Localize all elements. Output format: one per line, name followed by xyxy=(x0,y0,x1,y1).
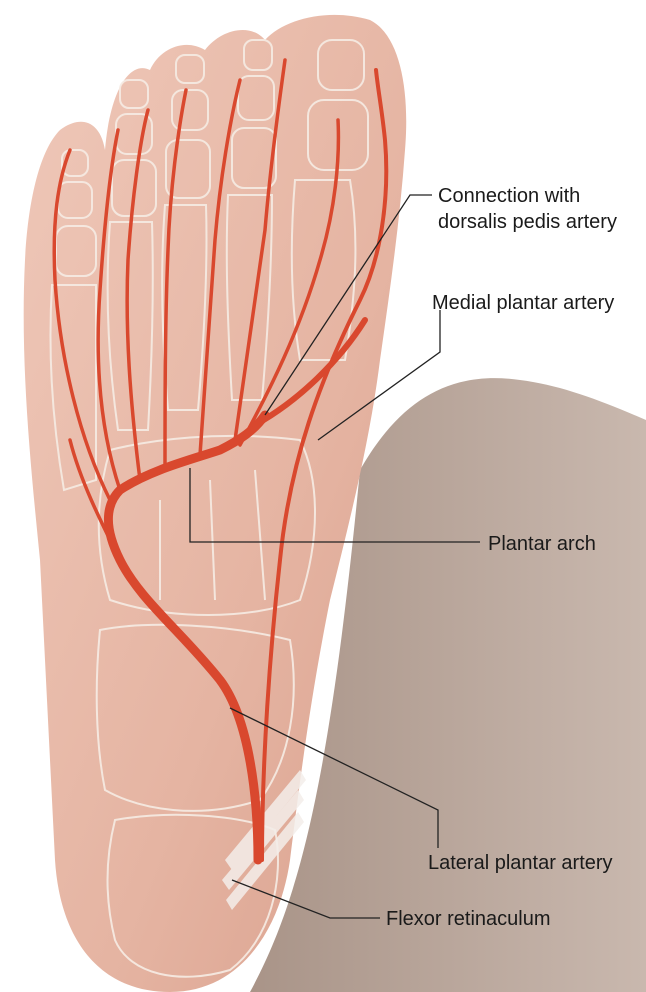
arteries xyxy=(52,58,389,865)
label-lateral-plantar-artery: Lateral plantar artery xyxy=(428,852,613,874)
label-connection-line2: dorsalis pedis artery xyxy=(438,211,617,233)
leader-medial xyxy=(317,310,441,441)
medial-plantar-artery-path xyxy=(260,68,389,862)
label-plantar-arch: Plantar arch xyxy=(488,533,596,555)
leader-flexor xyxy=(231,879,380,919)
background-leg xyxy=(250,378,646,992)
label-flexor-retinaculum: Flexor retinaculum xyxy=(386,908,551,930)
label-medial-plantar-artery: Medial plantar artery xyxy=(432,292,615,314)
leader-lateral xyxy=(229,707,439,848)
label-connection-line1: Connection with xyxy=(438,185,581,207)
leader-connection xyxy=(264,194,432,416)
leader-lines xyxy=(189,194,480,919)
leader-plantar-arch xyxy=(189,468,480,543)
foot-sole xyxy=(23,14,407,992)
